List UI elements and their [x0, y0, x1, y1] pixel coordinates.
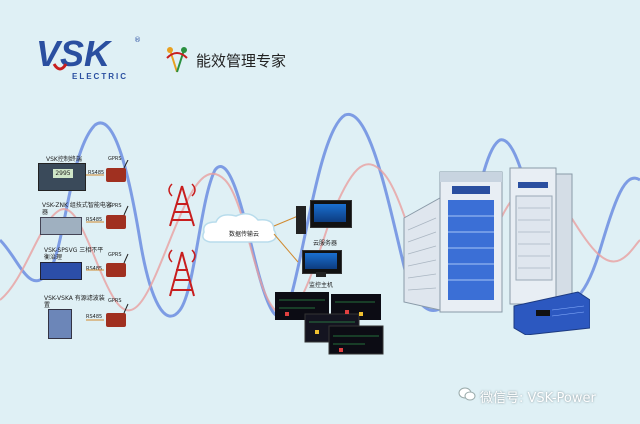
tower-icon-bottom [168, 249, 196, 297]
link-label-2: GPRS [108, 203, 122, 209]
protocol-label-2: RS485 [86, 217, 103, 223]
monitor-host-icon [302, 250, 342, 278]
device-label-apf: VSK-VSKA 有源滤波装置 [44, 295, 105, 309]
vsk-logo: VSK ELECTRIC ® [36, 33, 146, 86]
link-label-1: GPRS [108, 156, 122, 162]
logo-text: VSK [36, 34, 113, 74]
cloud-label: 数据传输云 [229, 231, 260, 238]
radio-towers [168, 183, 196, 297]
protocol-label-4: RS485 [86, 314, 103, 320]
svg-device [40, 262, 82, 280]
rack-unit [513, 291, 590, 335]
slogan: 能效管理专家 [196, 52, 287, 70]
host-label: 监控主机 [309, 282, 334, 289]
device-label-terminal: VSK控制终端 [46, 156, 82, 163]
watermark-text: 微信号: VSK-Power [480, 391, 596, 406]
wechat-icon [458, 387, 476, 401]
gprs-modem-icon [106, 160, 129, 327]
cloud-icon [202, 213, 277, 243]
protocol-label-1: RS485 [88, 170, 105, 176]
power-cabinets [403, 167, 590, 335]
server-label: 云服务器 [313, 240, 338, 247]
meter-display: 2995 [53, 169, 73, 178]
cloud-connectors [273, 215, 299, 263]
link-label-4: GPRS [108, 298, 122, 304]
smart-capacitor-device [40, 217, 82, 235]
monitoring-screens [275, 292, 384, 355]
tower-icon-top [168, 183, 196, 227]
modem-links [86, 160, 129, 327]
cabinet-right [509, 167, 573, 305]
registered-mark: ® [134, 36, 141, 44]
logo-subtitle: ELECTRIC [72, 72, 128, 81]
link-label-3: GPRS [108, 252, 122, 258]
device-label-capacitor: VSK-ZNK 组技式智能电容器 [42, 202, 112, 216]
protocol-label-3: RS485 [86, 266, 103, 272]
cabinet-left [403, 171, 503, 313]
logo-mark-icon: VSK [36, 33, 113, 74]
active-filter-device [48, 309, 72, 339]
cloud-server-icon [296, 200, 354, 234]
device-label-svg: VSK-SPSVG 三相不平衡治理 [44, 247, 104, 261]
energy-emblem-icon [166, 47, 188, 73]
control-terminal-device: 2995 [38, 163, 86, 191]
